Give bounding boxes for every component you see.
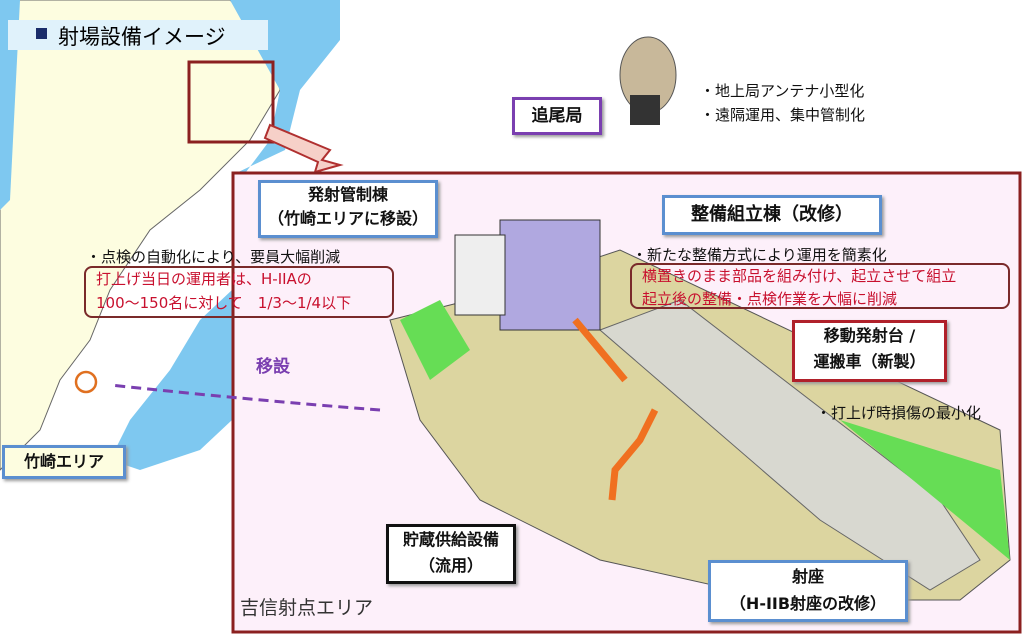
tracking-station-label: 追尾局: [512, 97, 602, 135]
storage-sub: （流用）: [418, 556, 483, 575]
storage-name: 貯蔵供給設備: [402, 530, 499, 549]
control-building-sub: （竹崎エリアに移設）: [267, 209, 428, 228]
mobile-launcher-name: 移動発射台 /: [823, 326, 916, 345]
control-detail-1: 打上げ当日の運用者は、H-IIAの: [96, 270, 312, 288]
mobile-launcher-note: ・打上げ時損傷の最小化: [816, 404, 982, 422]
mobile-launcher-label: 移動発射台 / 運搬車（新製）: [792, 320, 947, 382]
title-bar: 射場設備イメージ: [8, 20, 268, 50]
launch-pad-label: 射座 （H-IIB射座の改修）: [708, 560, 908, 622]
launch-pad-name: 射座: [791, 567, 824, 586]
control-bracket: [84, 266, 394, 318]
assembly-building-label: 整備組立棟（改修）: [662, 195, 882, 235]
control-detail-2: 100～150名に対して 1/3～1/4以下: [96, 294, 352, 312]
assembly-detail-1: 横置きのまま部品を組み付け、起立させて組立: [642, 267, 957, 285]
control-note: ・点検の自動化により、要員大幅削減: [86, 248, 341, 266]
control-building-label: 発射管制棟 （竹崎エリアに移設）: [258, 180, 438, 238]
takesaki-area-label: 竹崎エリア: [2, 445, 126, 479]
control-building-name: 発射管制棟: [307, 185, 388, 204]
tracking-note-1: ・地上局アンテナ小型化: [700, 82, 865, 100]
page-title: 射場設備イメージ: [58, 25, 226, 49]
assembly-bracket: [630, 263, 1010, 309]
launch-pad-sub: （H-IIB射座の改修）: [729, 594, 887, 613]
yoshinobu-area-label: 吉信射点エリア: [240, 597, 374, 619]
storage-label: 貯蔵供給設備 （流用）: [386, 524, 516, 584]
assembly-note: ・新たな整備方式により運用を簡素化: [632, 246, 887, 264]
assembly-detail-2: 起立後の整備・点検作業を大幅に削減: [642, 290, 898, 308]
bullet-square-icon: [36, 28, 47, 39]
mobile-launcher-sub: 運搬車（新製）: [813, 352, 926, 371]
tracking-note-2: ・遠隔運用、集中管制化: [700, 106, 866, 124]
relocation-label: 移設: [256, 357, 290, 377]
